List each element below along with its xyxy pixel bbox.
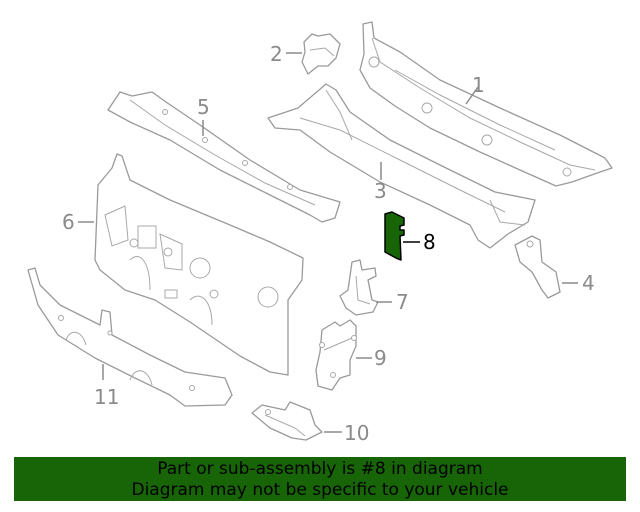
part-2-bracket[interactable]: [301, 33, 341, 75]
callout-2[interactable]: 2: [270, 42, 302, 66]
svg-text:11: 11: [94, 385, 119, 409]
banner-line-disclaimer: Diagram may not be specific to your vehi…: [131, 480, 509, 500]
svg-text:7: 7: [396, 290, 409, 314]
part-4-bracket[interactable]: [514, 235, 561, 299]
part-11-crossmember[interactable]: [27, 267, 233, 407]
callout-4[interactable]: 4: [562, 271, 595, 295]
svg-text:4: 4: [582, 271, 595, 295]
svg-text:1: 1: [472, 73, 485, 97]
part-9-plate[interactable]: [315, 319, 357, 391]
part-6-dash-panel[interactable]: [94, 153, 304, 376]
callout-10[interactable]: 10: [324, 421, 369, 445]
svg-text:6: 6: [62, 210, 75, 234]
part-1-cowl-panel[interactable]: [359, 21, 613, 187]
callout-11[interactable]: 11: [94, 364, 119, 409]
callout-9[interactable]: 9: [356, 346, 387, 370]
svg-text:2: 2: [270, 42, 283, 66]
part-7-bracket[interactable]: [339, 259, 379, 316]
part-3-cowl-lower[interactable]: [267, 83, 536, 249]
callout-3[interactable]: 3: [374, 162, 387, 203]
svg-text:5: 5: [197, 95, 210, 119]
callout-1[interactable]: 1: [465, 73, 485, 105]
svg-text:3: 3: [374, 179, 387, 203]
part-8-highlighted[interactable]: [384, 211, 405, 261]
svg-text:9: 9: [374, 346, 387, 370]
callout-6[interactable]: 6: [62, 210, 94, 234]
parts-diagram: 1 2 3 4 5 6 7 8 9 10 11: [27, 21, 613, 445]
callout-7[interactable]: 7: [376, 290, 409, 314]
banner-line-part: Part or sub-assembly is #8 in diagram: [157, 459, 483, 479]
callout-5[interactable]: 5: [197, 95, 210, 136]
callout-8[interactable]: 8: [403, 230, 436, 254]
info-banner: Part or sub-assembly is #8 in diagram Di…: [14, 457, 626, 501]
part-10-bracket[interactable]: [251, 401, 323, 441]
svg-text:10: 10: [344, 421, 369, 445]
part-5-reinforcement[interactable]: [107, 91, 341, 223]
svg-text:8: 8: [423, 230, 436, 254]
